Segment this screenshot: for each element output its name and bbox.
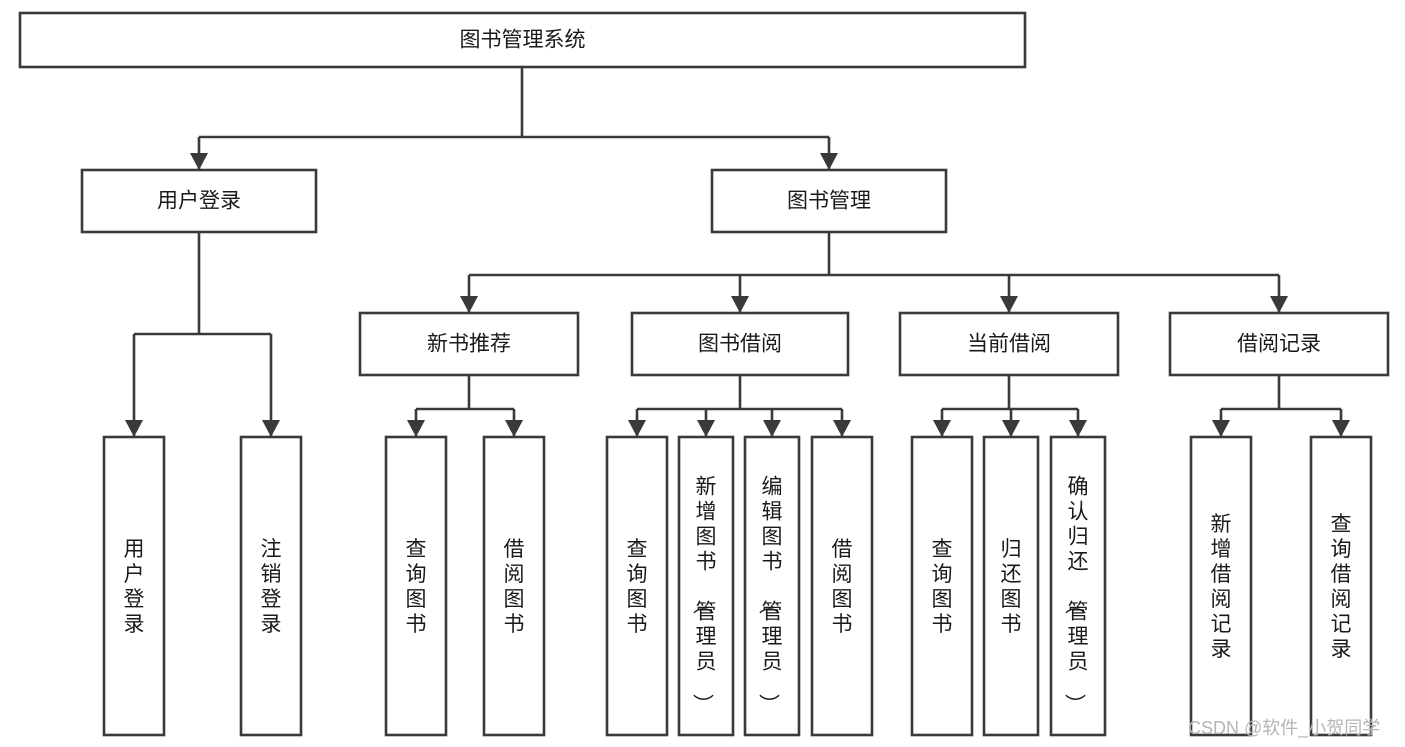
node-box[interactable] (677, 435, 735, 737)
node-box[interactable] (743, 435, 801, 737)
arrow-head-icon (1212, 420, 1230, 437)
node-box[interactable] (482, 435, 546, 737)
node-leaf-12[interactable]: 查询借阅记录 (1309, 435, 1373, 737)
node-leaf-4[interactable]: 查询图书 (605, 435, 669, 737)
node-leaf-3[interactable]: 借阅图书 (482, 435, 546, 737)
node-box[interactable] (630, 311, 850, 377)
node-box[interactable] (1189, 435, 1253, 737)
node-label: 借阅记录 (1237, 333, 1321, 356)
node-label: 查询借阅记录 (1331, 513, 1352, 661)
node-level3-1[interactable]: 图书借阅 (630, 311, 850, 377)
arrow-head-icon (1000, 296, 1018, 313)
node-leaf-8[interactable]: 查询图书 (910, 435, 974, 737)
node-label: 新增图书（管理员） (691, 476, 717, 715)
node-leaf-5[interactable]: 新增图书（管理员） (677, 435, 735, 737)
node-root-0[interactable]: 图书管理系统 (18, 11, 1027, 69)
arrow-head-icon (1332, 420, 1350, 437)
node-box[interactable] (810, 435, 874, 737)
arrow-head-icon (407, 420, 425, 437)
arrow-head-icon (1270, 296, 1288, 313)
node-label: 用户登录 (124, 538, 145, 636)
node-leaf-1[interactable]: 注销登录 (239, 435, 303, 737)
node-label: 查询图书 (406, 538, 427, 636)
node-box[interactable] (1049, 435, 1107, 737)
node-leaf-7[interactable]: 借阅图书 (810, 435, 874, 737)
node-label: 查询图书 (932, 538, 953, 636)
node-layer: 图书管理系统用户登录图书管理新书推荐图书借阅当前借阅借阅记录用户登录注销登录查询… (18, 11, 1390, 737)
arrow-head-icon (833, 420, 851, 437)
node-level2-0[interactable]: 用户登录 (80, 168, 318, 234)
node-level3-2[interactable]: 当前借阅 (898, 311, 1120, 377)
arrow-head-icon (460, 296, 478, 313)
node-label: 注销登录 (261, 538, 282, 636)
node-label: 新增借阅记录 (1211, 513, 1232, 661)
node-box[interactable] (80, 168, 318, 234)
node-level2-1[interactable]: 图书管理 (710, 168, 948, 234)
arrow-head-icon (763, 420, 781, 437)
node-label: 借阅图书 (832, 538, 853, 636)
node-label: 借阅图书 (504, 538, 525, 636)
arrow-head-icon (125, 420, 143, 437)
node-label: 图书借阅 (698, 333, 782, 356)
arrow-head-icon (190, 153, 208, 170)
node-leaf-2[interactable]: 查询图书 (384, 435, 448, 737)
node-box[interactable] (1309, 435, 1373, 737)
arrow-head-icon (820, 153, 838, 170)
node-leaf-11[interactable]: 新增借阅记录 (1189, 435, 1253, 737)
node-leaf-0[interactable]: 用户登录 (102, 435, 166, 737)
node-label: 确认归还（管理员） (1063, 476, 1089, 715)
node-box[interactable] (102, 435, 166, 737)
node-label: 查询图书 (627, 538, 648, 636)
arrow-head-icon (731, 296, 749, 313)
node-box[interactable] (239, 435, 303, 737)
node-box[interactable] (898, 311, 1120, 377)
node-label: 图书管理 (787, 190, 871, 213)
node-leaf-9[interactable]: 归还图书 (982, 435, 1040, 737)
arrow-head-icon (262, 420, 280, 437)
node-box[interactable] (982, 435, 1040, 737)
arrow-head-icon (505, 420, 523, 437)
node-box[interactable] (1168, 311, 1390, 377)
arrow-head-icon (1002, 420, 1020, 437)
node-level3-0[interactable]: 新书推荐 (358, 311, 580, 377)
node-box[interactable] (384, 435, 448, 737)
node-label: 归还图书 (1001, 538, 1022, 636)
connector-layer (125, 67, 1350, 437)
node-label: 当前借阅 (967, 333, 1051, 356)
node-label: 新书推荐 (427, 333, 511, 356)
node-label: 用户登录 (157, 190, 241, 213)
node-leaf-6[interactable]: 编辑图书（管理员） (743, 435, 801, 737)
node-box[interactable] (910, 435, 974, 737)
node-leaf-10[interactable]: 确认归还（管理员） (1049, 435, 1107, 737)
arrow-head-icon (1069, 420, 1087, 437)
node-box[interactable] (605, 435, 669, 737)
arrow-head-icon (628, 420, 646, 437)
arrow-head-icon (933, 420, 951, 437)
arrow-head-icon (697, 420, 715, 437)
node-box[interactable] (710, 168, 948, 234)
node-box[interactable] (358, 311, 580, 377)
node-box[interactable] (18, 11, 1027, 69)
node-label: 图书管理系统 (460, 29, 586, 52)
node-label: 编辑图书（管理员） (757, 476, 783, 715)
node-level3-3[interactable]: 借阅记录 (1168, 311, 1390, 377)
